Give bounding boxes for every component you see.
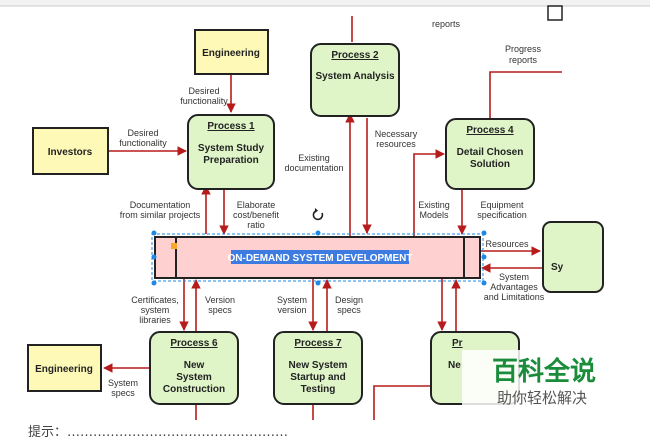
entity-engineering-bottom[interactable]: Engineering [27, 344, 102, 392]
process-7[interactable]: Process 7 New System Startup and Testing [273, 331, 363, 405]
flow-label: reports [509, 55, 538, 65]
process-title: Startup and [290, 372, 346, 383]
flow-label: documentation [284, 163, 343, 173]
entity-label: Engineering [35, 364, 93, 375]
entity-label: Investors [48, 147, 93, 158]
process-title: Solution [470, 159, 510, 170]
flow-label: and Limitations [484, 292, 545, 302]
watermark: 百科全说 助你轻松解决 [462, 350, 627, 418]
flow-label: functionality [119, 138, 167, 148]
bottom-strip [0, 420, 650, 441]
flow-label: ratio [247, 220, 265, 230]
corner-handle[interactable] [547, 5, 563, 21]
arrow-center-to-p4[interactable] [413, 149, 445, 236]
flow-label: Resources [485, 239, 529, 249]
flow-label: System [499, 272, 529, 282]
arrow-p4-progress[interactable] [489, 71, 562, 118]
process-number: Process 6 [170, 338, 218, 349]
process-number: Process 7 [294, 338, 342, 349]
process-title: Testing [301, 384, 336, 395]
process-1[interactable]: Process 1 System Study Preparation [187, 114, 275, 190]
process-6[interactable]: Process 6 New System Construction [149, 331, 239, 405]
flow-label: from similar projects [120, 210, 201, 220]
process-title: System [176, 372, 212, 383]
flow-label: Advantages [490, 282, 538, 292]
entity-label: Engineering [202, 48, 260, 59]
rotate-icon[interactable] [312, 208, 324, 221]
entity-investors[interactable]: Investors [32, 127, 109, 175]
flow-label: Existing [418, 200, 450, 210]
handle-middle-right [481, 254, 487, 260]
handle-top-right [481, 230, 487, 236]
handle-top-middle [315, 230, 321, 236]
handle-top-left [151, 230, 157, 236]
handle-bottom-left [151, 280, 157, 286]
flow-label: specs [208, 305, 232, 315]
flow-label: specs [111, 388, 135, 398]
flow-label: System [277, 295, 307, 305]
flow-label: specs [337, 305, 361, 315]
flow-label: specification [477, 210, 527, 220]
selection-handles[interactable] [151, 230, 487, 286]
top-edge [0, 0, 650, 6]
handle-middle-left [151, 254, 157, 260]
process-title: New System [289, 360, 348, 371]
process-number: Pr [452, 338, 463, 349]
process-2[interactable]: Process 2 System Analysis [310, 43, 400, 117]
flow-label: Certificates, [131, 295, 179, 305]
flow-label: cost/benefit [233, 210, 280, 220]
watermark-subtitle: 助你轻松解决 [497, 389, 587, 407]
flow-label: functionality [180, 96, 228, 106]
entity-engineering-top[interactable]: Engineering [194, 29, 269, 75]
flow-label: Necessary [375, 129, 418, 139]
process-title: Detail Chosen [457, 147, 524, 158]
process-title: New [184, 360, 205, 371]
handle-bottom-middle [315, 280, 321, 286]
text-selection-highlight [231, 250, 409, 264]
flow-label: System [108, 378, 138, 388]
handle-bottom-right [481, 280, 487, 286]
flow-label: reports [432, 19, 461, 29]
process-title: Construction [163, 384, 225, 395]
flow-label: resources [376, 139, 416, 149]
flow-label: Elaborate [237, 200, 276, 210]
entity-label: Sy [551, 262, 564, 273]
flow-label: Design [335, 295, 363, 305]
flow-label: Existing [298, 153, 330, 163]
flow-label: Equipment [480, 200, 524, 210]
flow-label: Documentation [130, 200, 191, 210]
process-number: Process 2 [331, 50, 379, 61]
flow-label: system [141, 305, 170, 315]
process-title: Preparation [203, 155, 259, 166]
watermark-title: 百科全说 [492, 356, 596, 387]
process-title: System Analysis [315, 71, 395, 82]
flow-labels: reports Progress reports Desired functio… [108, 19, 545, 398]
bottom-caption: 提示：…………………………………………… [28, 424, 288, 440]
process-4[interactable]: Process 4 Detail Chosen Solution [445, 118, 535, 190]
process-number: Process 4 [466, 125, 514, 136]
entity-right-partial[interactable]: Sy [542, 221, 604, 293]
line-p8-left[interactable] [373, 385, 430, 420]
center-node[interactable]: ON-DEMAND SYSTEM DEVELOPMENT [151, 233, 484, 282]
center-node-label: ON-DEMAND SYSTEM DEVELOPMENT [227, 253, 412, 264]
flow-label: version [277, 305, 306, 315]
process-number: Process 1 [207, 121, 255, 132]
flow-label: Desired [127, 128, 158, 138]
flow-label: Version [205, 295, 235, 305]
process-title: System Study [198, 143, 265, 154]
text-cursor-handle[interactable] [171, 243, 177, 249]
flow-label: libraries [139, 315, 171, 325]
process-title: Ne [448, 360, 461, 371]
flow-label: Progress [505, 44, 542, 54]
flow-label: Desired [188, 86, 219, 96]
connectors [103, 16, 562, 420]
flow-label: Models [419, 210, 449, 220]
